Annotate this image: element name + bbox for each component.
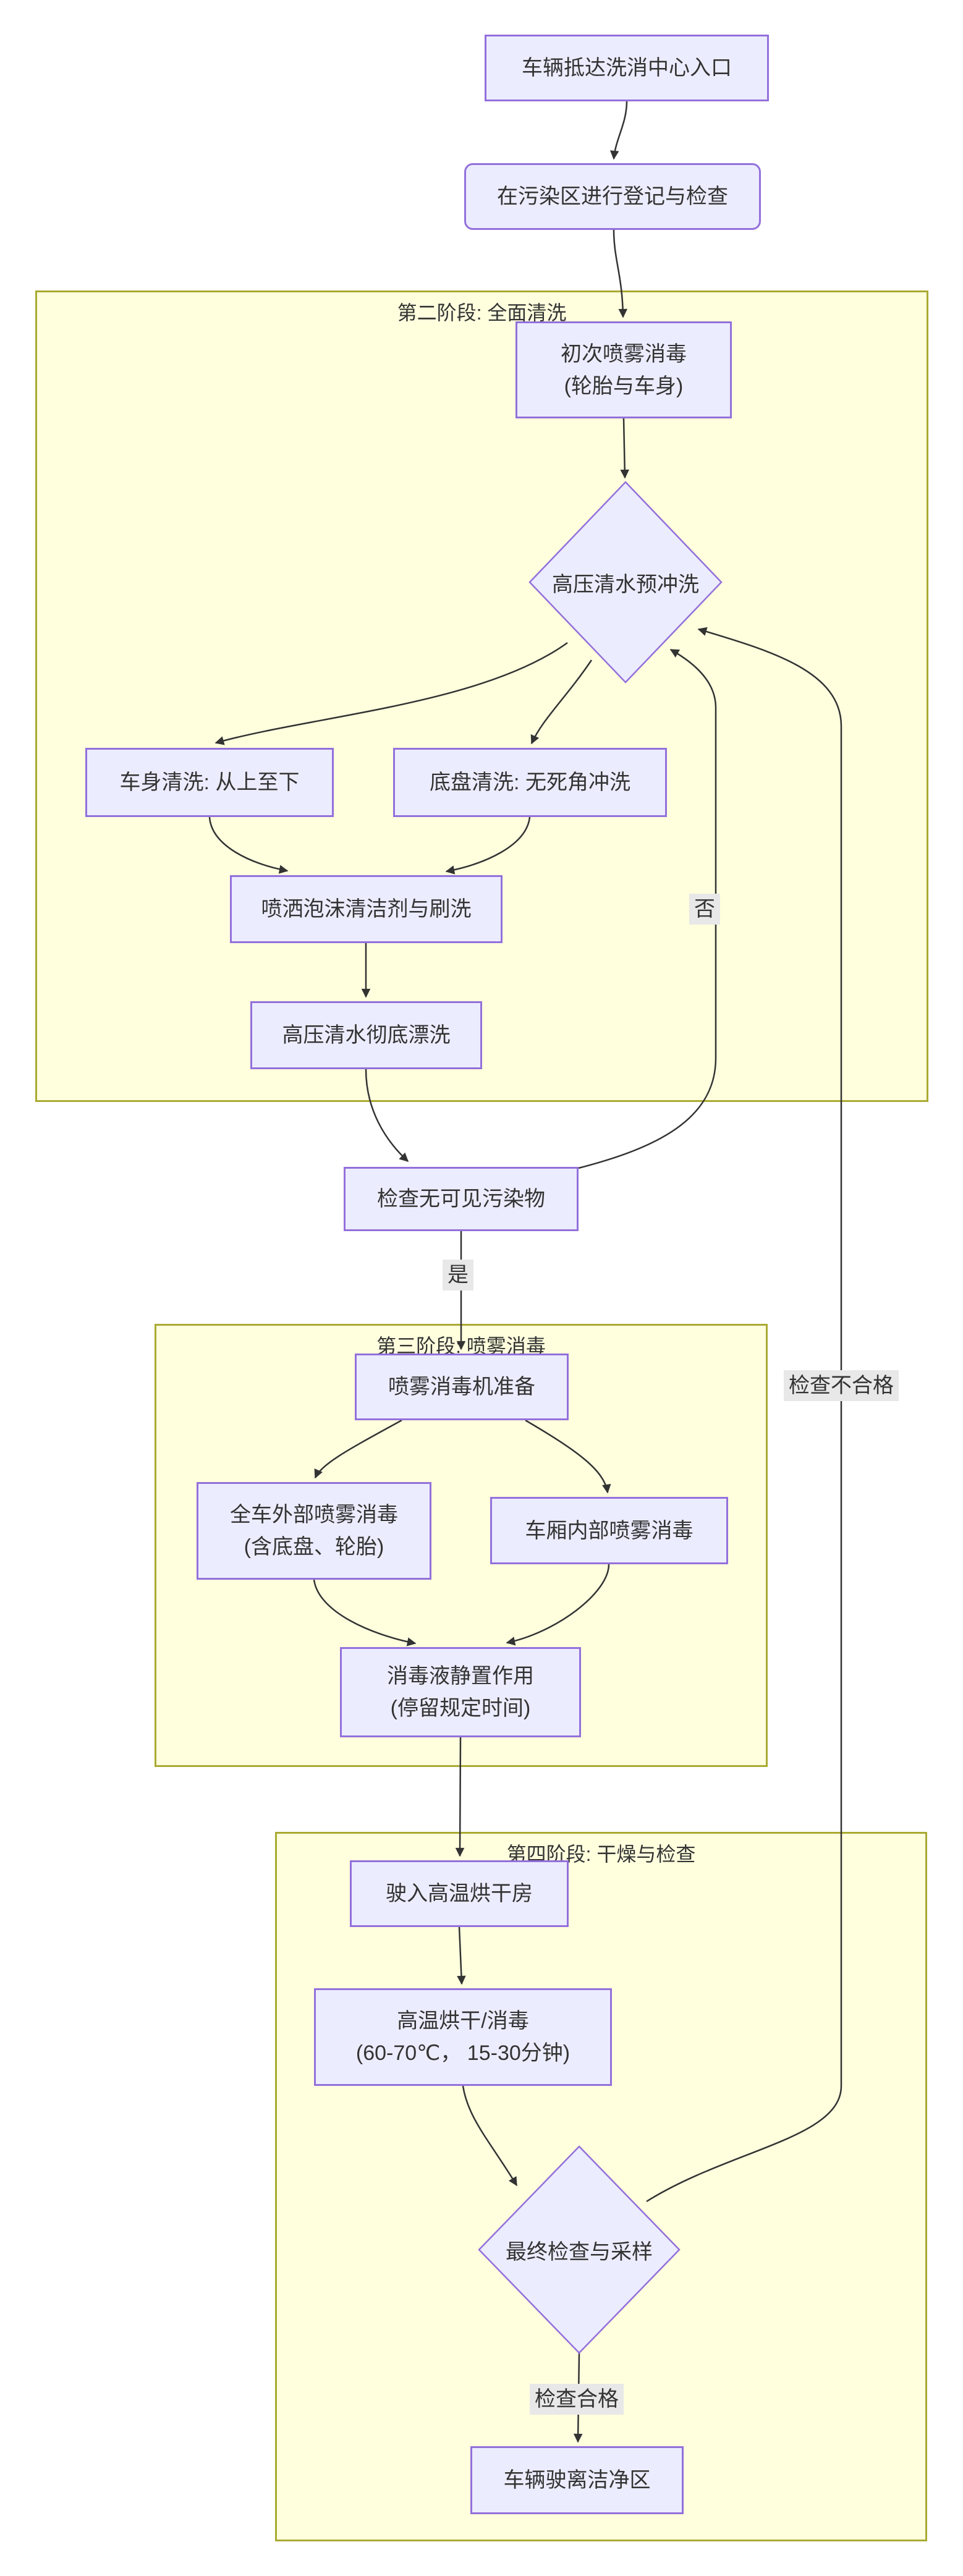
cluster-phase2-label: 第二阶段: 全面清洗 <box>397 302 567 324</box>
node-foam-brush: 喷洒泡沫清洁剂与刷洗 <box>230 875 503 943</box>
node-leave-label: 车辆驶离洁净区 <box>503 2468 651 2492</box>
node-chassis-wash: 底盘清洗: 无死角冲洗 <box>393 748 667 817</box>
node-final-check: 最终检查与采样 <box>479 2146 679 2353</box>
node-exterior-spray-line2: (含底盘、轮胎) <box>244 1535 384 1559</box>
node-register: 在污染区进行登记与检查 <box>464 163 761 230</box>
edge-pre-rinse-body-wash <box>214 642 568 745</box>
edge-exterior-dwell <box>313 1579 417 1646</box>
node-exterior-spray-line1: 全车外部喷雾消毒 <box>230 1503 398 1527</box>
decision-pre-rinse-diamond <box>528 481 723 684</box>
edge-hot-dry-final-check <box>462 2085 518 2187</box>
node-enter-dryer: 驶入高温烘干房 <box>350 1860 569 1927</box>
node-chassis-wash-label: 底盘清洗: 无死角冲洗 <box>430 771 630 794</box>
node-foam-brush-label: 喷洒泡沫清洁剂与刷洗 <box>261 897 472 921</box>
node-hot-dry-line2: (60-70℃， 15-30分钟) <box>355 2041 571 2065</box>
node-arrive: 车辆抵达洗消中心入口 <box>485 35 769 101</box>
node-register-label: 在污染区进行登记与检查 <box>497 185 728 208</box>
edge-chassis-wash-foam <box>445 816 531 875</box>
node-arrive-label: 车辆抵达洗消中心入口 <box>522 56 732 80</box>
node-dwell: 消毒液静置作用 (停留规定时间) <box>340 1647 581 1737</box>
edge-inspect-no-pre-rinse <box>578 648 717 1169</box>
edge-dryer-hot-dry <box>457 1926 466 1985</box>
node-interior-spray-label: 车厢内部喷雾消毒 <box>525 1519 694 1543</box>
node-final-rinse: 高压清水彻底漂洗 <box>250 1001 482 1069</box>
edge-interior-dwell <box>506 1564 610 1646</box>
node-exterior-spray: 全车外部喷雾消毒 (含底盘、轮胎) <box>197 1482 431 1580</box>
edge-body-wash-foam <box>208 816 289 874</box>
node-pre-rinse-label: 高压清水预冲洗 <box>552 572 699 596</box>
edge-prep-exterior-spray <box>314 1419 402 1479</box>
edge-label-no: 否 <box>689 894 720 925</box>
node-initial-spray-line2: (轮胎与车身) <box>564 374 684 398</box>
edge-register-initial-spray <box>613 229 628 318</box>
decision-final-check-diamond <box>478 2145 681 2354</box>
node-body-wash-label: 车身清洗: 从上至下 <box>119 771 300 794</box>
node-initial-spray-line1: 初次喷雾消毒 <box>561 342 687 366</box>
node-hot-dry: 高温烘干/消毒 (60-70℃， 15-30分钟) <box>314 1988 612 2086</box>
node-final-rinse-label: 高压清水彻底漂洗 <box>282 1023 451 1047</box>
node-inspect-clean-label: 检查无可见污染物 <box>377 1187 545 1211</box>
edge-final-rinse-inspect <box>365 1069 409 1162</box>
edge-arrive-register <box>609 101 628 160</box>
node-enter-dryer-label: 驶入高温烘干房 <box>386 1882 533 1905</box>
node-sprayer-prep-label: 喷雾消毒机准备 <box>388 1375 535 1399</box>
node-hot-dry-line1: 高温烘干/消毒 <box>397 2009 529 2033</box>
node-interior-spray: 车厢内部喷雾消毒 <box>490 1497 728 1564</box>
node-leave: 车辆驶离洁净区 <box>470 2446 684 2514</box>
node-body-wash: 车身清洗: 从上至下 <box>85 748 334 817</box>
edge-label-fail: 检查不合格 <box>784 1370 899 1401</box>
node-dwell-line2: (停留规定时间) <box>390 1697 531 1720</box>
node-pre-rinse: 高压清水预冲洗 <box>530 482 721 682</box>
node-dwell-line1: 消毒液静置作用 <box>387 1664 534 1688</box>
edge-label-pass: 检查合格 <box>530 2384 624 2415</box>
edge-label-yes: 是 <box>443 1260 473 1290</box>
node-inspect-clean: 检查无可见污染物 <box>344 1167 579 1231</box>
edge-initial-spray-pre-rinse <box>620 418 630 479</box>
node-final-check-label: 最终检查与采样 <box>506 2240 653 2264</box>
node-sprayer-prep: 喷雾消毒机准备 <box>355 1354 569 1420</box>
edge-prep-interior-spray <box>525 1419 611 1494</box>
node-initial-spray: 初次喷雾消毒 (轮胎与车身) <box>515 321 732 418</box>
edge-final-check-fail-pre-rinse <box>646 627 842 2203</box>
edge-pre-rinse-chassis-wash <box>530 659 593 745</box>
cluster-phase2: 第二阶段: 全面清洗 <box>35 290 928 1102</box>
